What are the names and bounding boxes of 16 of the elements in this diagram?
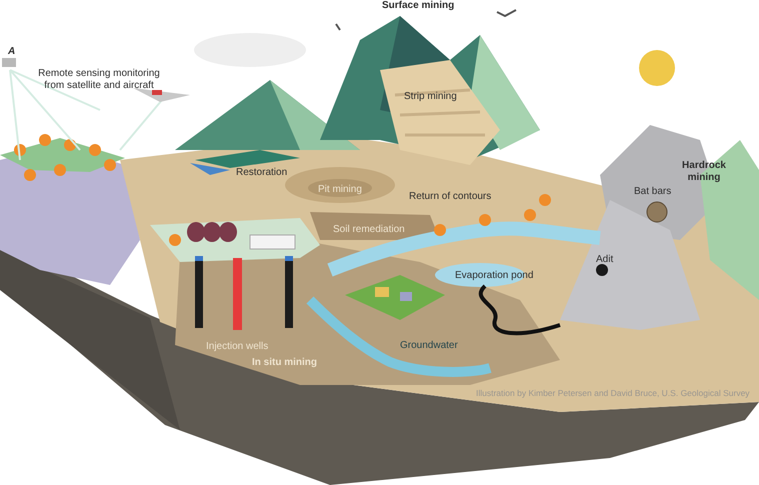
annotation-text: Remote sensing monitoring from satellite and aircraft [38, 68, 160, 91]
annotation-text: Groundwater [400, 340, 458, 352]
section-heading: Surface mining [382, 0, 454, 12]
annotation-text: Bat bars [634, 186, 672, 198]
section-heading: Hardrock mining [681, 160, 727, 183]
panel-letter: A [8, 46, 16, 58]
credit-text: Illustration by Kimber Petersen and David Bruce, U.S. Geological Survey [476, 389, 750, 399]
annotation-text: Adit [596, 254, 614, 266]
annotation-text: Strip mining [404, 91, 457, 102]
annotation-text: Pit mining [318, 184, 362, 196]
annotation-text: Injection wells [206, 341, 268, 352]
annotation-text: Soil remediation [333, 224, 405, 236]
annotation-text: Restoration [236, 167, 288, 178]
annotation-text: Evaporation pond [455, 270, 534, 282]
section-heading: In situ mining [252, 357, 317, 368]
annotation-text: Return of contours [409, 191, 492, 202]
